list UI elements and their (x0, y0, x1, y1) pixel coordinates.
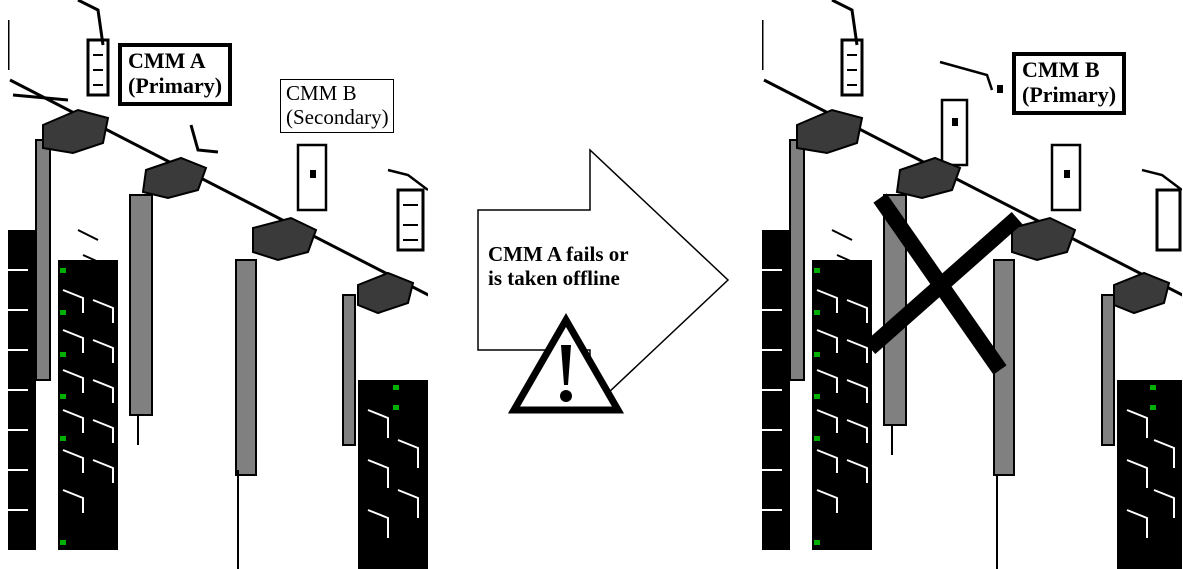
cmm-a-primary-label-line2: (Primary) (128, 74, 222, 99)
cmm-a-primary-label: CMM A (Primary) (118, 43, 232, 106)
cmm-b-primary-label-line1: CMM B (1022, 58, 1116, 83)
cmm-b-primary-label: CMM B (Primary) (1012, 52, 1126, 115)
cmm-b-secondary-label: CMM B (Secondary) (280, 79, 394, 133)
cmm-a-primary-label-line1: CMM A (128, 49, 222, 74)
cmm-b-secondary-label-line1: CMM B (286, 82, 389, 106)
failover-caption-line1: CMM A fails or (488, 242, 629, 266)
chassis-before-failover: CMM A (Primary) CMM B (Secondary) (8, 0, 428, 569)
failover-caption-line2: is taken offline (488, 266, 629, 290)
cmm-b-primary-label-line2: (Primary) (1022, 83, 1116, 108)
chassis-after-failover: CMM B (Primary) (762, 0, 1182, 569)
failover-transition: CMM A fails or is taken offline (470, 130, 750, 430)
cmm-b-secondary-label-line2: (Secondary) (286, 106, 389, 130)
failover-caption: CMM A fails or is taken offline (488, 242, 629, 290)
